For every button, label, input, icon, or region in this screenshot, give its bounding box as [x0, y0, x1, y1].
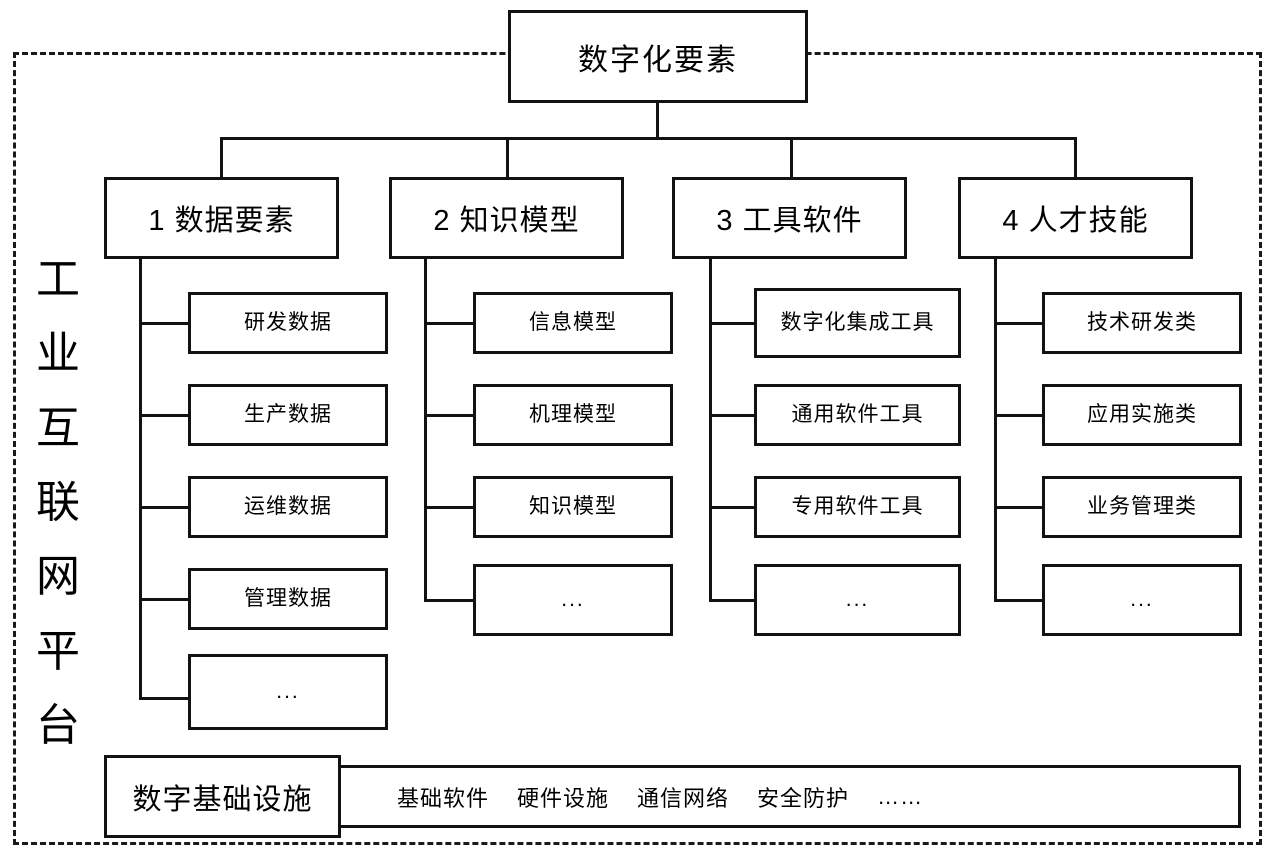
- platform-label-char-7: 台: [36, 700, 80, 750]
- platform-vertical-label: 工 业 互 联 网 平 台: [26, 258, 90, 748]
- infrastructure-item-2[interactable]: 硬件设施: [517, 785, 610, 811]
- leaf-node-1-3[interactable]: 运维数据: [188, 476, 388, 538]
- leaf-node-3-2[interactable]: 通用软件工具: [754, 384, 961, 446]
- leaf-node-1-1[interactable]: 研发数据: [188, 292, 388, 354]
- connector-root-to-cat-1: [220, 137, 223, 177]
- infrastructure-item-3[interactable]: 通信网络: [637, 785, 730, 811]
- connector-branch-3-4: [709, 599, 755, 602]
- connector-branch-2-2: [424, 414, 474, 417]
- connector-branch-3-3: [709, 506, 755, 509]
- connector-root-to-cat-4: [1074, 137, 1077, 177]
- leaf-node-3-3[interactable]: 专用软件工具: [754, 476, 961, 538]
- platform-label-char-4: 联: [36, 477, 80, 527]
- infrastructure-item-list: 基础软件 硬件设施 通信网络 安全防护 ……: [397, 781, 923, 813]
- platform-label-char-1: 工: [36, 255, 80, 304]
- platform-label-char-5: 网: [36, 552, 80, 602]
- infrastructure-item-4[interactable]: 安全防护: [757, 785, 850, 811]
- leaf-node-1-2[interactable]: 生产数据: [188, 384, 388, 446]
- connector-branch-2-3: [424, 506, 474, 509]
- category-node-4[interactable]: 4 人才技能: [958, 177, 1193, 259]
- connector-branch-1-1: [139, 322, 189, 325]
- leaf-node-3-1[interactable]: 数字化集成工具: [754, 288, 961, 358]
- connector-branch-4-3: [994, 506, 1043, 509]
- leaf-node-1-4[interactable]: 管理数据: [188, 568, 388, 630]
- leaf-node-4-4[interactable]: ...: [1042, 564, 1242, 636]
- leaf-node-4-3[interactable]: 业务管理类: [1042, 476, 1242, 538]
- connector-branch-1-5: [139, 697, 189, 700]
- platform-label-char-6: 平: [36, 626, 80, 676]
- root-node-digital-elements[interactable]: 数字化要素: [508, 10, 808, 103]
- connector-branch-4-4: [994, 599, 1043, 602]
- leaf-node-3-4[interactable]: ...: [754, 564, 961, 636]
- connector-branch-2-4: [424, 599, 474, 602]
- connector-trunk-cat-3: [709, 259, 712, 602]
- infrastructure-item-5[interactable]: ……: [877, 783, 924, 809]
- connector-trunk-cat-1: [139, 259, 142, 700]
- platform-label-char-3: 互: [36, 403, 80, 453]
- connector-branch-4-2: [994, 414, 1043, 417]
- connector-trunk-cat-4: [994, 259, 997, 602]
- connector-branch-3-2: [709, 414, 755, 417]
- infrastructure-item-1[interactable]: 基础软件: [397, 785, 490, 811]
- leaf-node-2-4[interactable]: ...: [473, 564, 673, 636]
- category-node-3[interactable]: 3 工具软件: [672, 177, 907, 259]
- connector-branch-1-4: [139, 598, 189, 601]
- connector-root-bus: [220, 137, 1076, 140]
- connector-branch-4-1: [994, 322, 1043, 325]
- platform-label-char-2: 业: [36, 329, 80, 379]
- connector-root-to-cat-2: [506, 137, 509, 177]
- connector-root-stem: [656, 103, 659, 139]
- leaf-node-2-3[interactable]: 知识模型: [473, 476, 673, 538]
- category-node-1[interactable]: 1 数据要素: [104, 177, 339, 259]
- category-node-2[interactable]: 2 知识模型: [389, 177, 624, 259]
- leaf-node-2-1[interactable]: 信息模型: [473, 292, 673, 354]
- infrastructure-label-box[interactable]: 数字基础设施: [104, 755, 341, 838]
- connector-branch-3-1: [709, 322, 755, 325]
- connector-root-to-cat-3: [790, 137, 793, 177]
- connector-branch-1-2: [139, 414, 189, 417]
- connector-branch-1-3: [139, 506, 189, 509]
- leaf-node-2-2[interactable]: 机理模型: [473, 384, 673, 446]
- connector-branch-2-1: [424, 322, 474, 325]
- leaf-node-4-2[interactable]: 应用实施类: [1042, 384, 1242, 446]
- leaf-node-1-5[interactable]: ...: [188, 654, 388, 730]
- leaf-node-4-1[interactable]: 技术研发类: [1042, 292, 1242, 354]
- connector-trunk-cat-2: [424, 259, 427, 602]
